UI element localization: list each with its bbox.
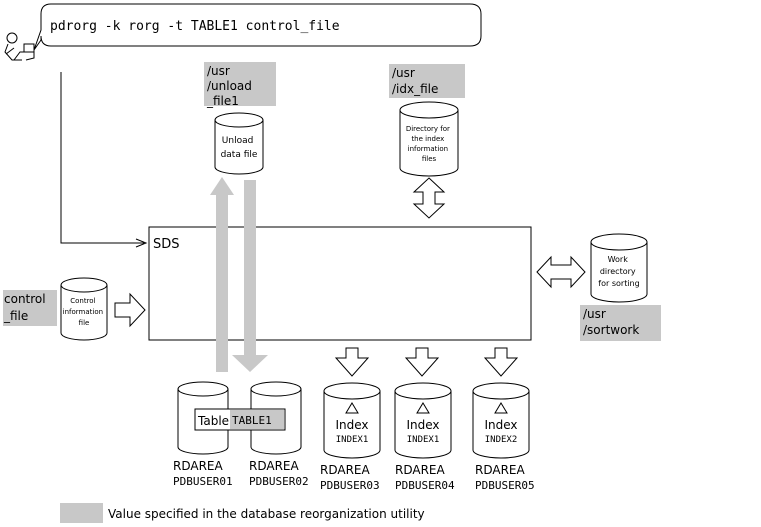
- index-name-2: INDEX1: [407, 435, 440, 445]
- table-name-highlight: [230, 410, 284, 429]
- command-text: pdrorg -k rorg -t TABLE1 control_file: [50, 19, 340, 34]
- rdarea-label-2: RDAREA: [249, 459, 299, 473]
- work-dir-cylinder: [590, 233, 648, 303]
- legend-swatch: [60, 503, 103, 523]
- idx-dir-cylinder: [399, 101, 459, 177]
- command-line: [60, 72, 148, 248]
- table-name: TABLE1: [232, 414, 272, 427]
- rdarea-name-2: PDBUSER02: [249, 475, 309, 488]
- sds-box: [148, 226, 532, 341]
- rdarea-name-1: PDBUSER01: [173, 475, 233, 488]
- legend-text: Value specified in the database reorgani…: [108, 507, 425, 521]
- unload-reload-arrows: [210, 177, 268, 372]
- sortwork-path: /usr /sortwork: [583, 307, 639, 337]
- unload-path-highlight: [204, 62, 276, 106]
- index-name-1: INDEX1: [336, 435, 369, 445]
- index-label-1: Index: [335, 418, 368, 432]
- rdarea-label-1: RDAREA: [173, 459, 223, 473]
- control-path: control _file: [3, 292, 49, 323]
- control-info-label: Control information file: [63, 297, 106, 327]
- work-dir-label: Work directory for sorting: [598, 255, 639, 288]
- index-label-2: Index: [406, 418, 439, 432]
- idx-path: /usr /idx_file: [392, 66, 438, 96]
- control-info-arrow: [114, 292, 146, 328]
- unload-path: /usr /unload _file1: [206, 64, 256, 108]
- index-name-3: INDEX2: [485, 435, 518, 445]
- rdarea-label-5: RDAREA: [475, 463, 525, 477]
- work-dir-arrow: [536, 255, 586, 289]
- rdarea-name-5: PDBUSER05: [475, 479, 535, 492]
- idx-path-highlight: [389, 64, 465, 98]
- table-label: Table: [197, 414, 229, 428]
- sds-label: SDS: [153, 237, 180, 252]
- unload-file-label: Unload data file: [221, 136, 258, 160]
- sortwork-path-highlight: [580, 305, 661, 341]
- control-info-cylinder: [60, 277, 108, 341]
- rdarea-name-3: PDBUSER03: [320, 479, 380, 492]
- index-label-3: Index: [484, 418, 517, 432]
- rdarea-label-4: RDAREA: [395, 463, 445, 477]
- user-icon: [4, 32, 35, 61]
- rdarea-label-3: RDAREA: [320, 463, 370, 477]
- index-rdarea-cylinders: [323, 382, 530, 459]
- idx-dir-arrow: [412, 177, 446, 219]
- index-triangle-icons: [345, 402, 508, 414]
- idx-dir-label: Directory for the index information file…: [406, 125, 452, 163]
- rdarea-name-4: PDBUSER04: [395, 479, 455, 492]
- index-arrows: [334, 347, 519, 377]
- unload-file-cylinder: [214, 112, 264, 175]
- control-path-highlight: [3, 290, 57, 326]
- command-callout: [33, 3, 482, 51]
